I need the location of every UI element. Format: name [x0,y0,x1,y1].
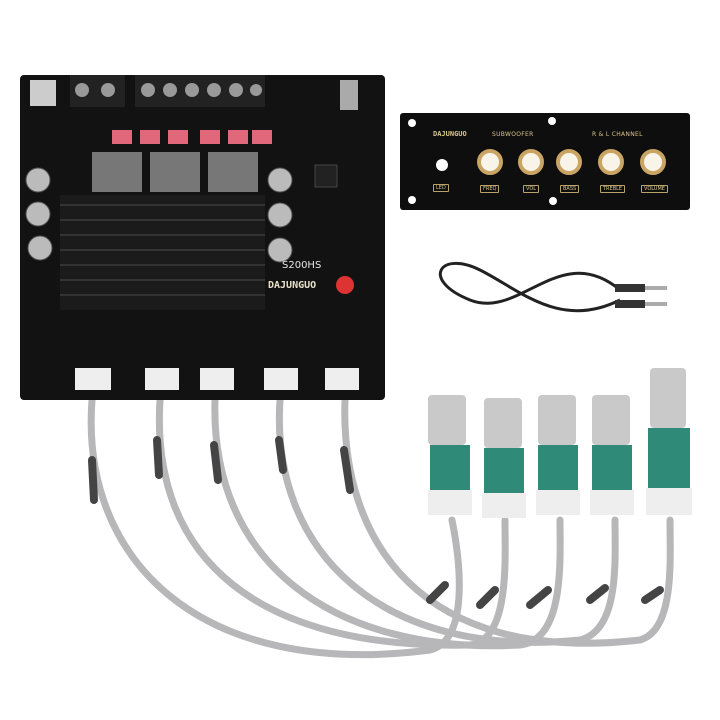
board-connectors [75,368,359,390]
knob-label-bass: BASS [560,185,580,193]
heat-shrink [88,436,664,609]
inductors [92,152,258,192]
panel-brand-label: DAJUNGUO [433,130,467,138]
panel-knob-holes [477,149,666,175]
heatsink [60,195,265,310]
terminal-blocks [70,75,265,107]
knob-label-freq: FREQ [480,185,500,193]
ribbon-cables [87,396,674,658]
knob-label-volume: VOLUME [641,185,668,193]
capacitors-red [112,130,272,144]
audio-jack [340,80,358,110]
knob-label-vol: VOL [523,185,540,193]
board-brand-label: DAJUNGUO [268,280,317,291]
electrolytic-capacitors [25,167,293,263]
board-model-label: S200HS [282,260,322,271]
dc-jack [30,80,56,106]
led-label: LED [433,184,449,192]
aux-cable [438,261,621,313]
subwoofer-group-label: SUBWOOFER [492,131,534,138]
knob-label-treble: TREBLE [600,185,626,193]
potentiometer-modules [428,368,692,518]
rl-channel-group-label: R & L CHANNEL [592,131,643,138]
chip [314,164,338,188]
red-capacitor [336,276,354,294]
